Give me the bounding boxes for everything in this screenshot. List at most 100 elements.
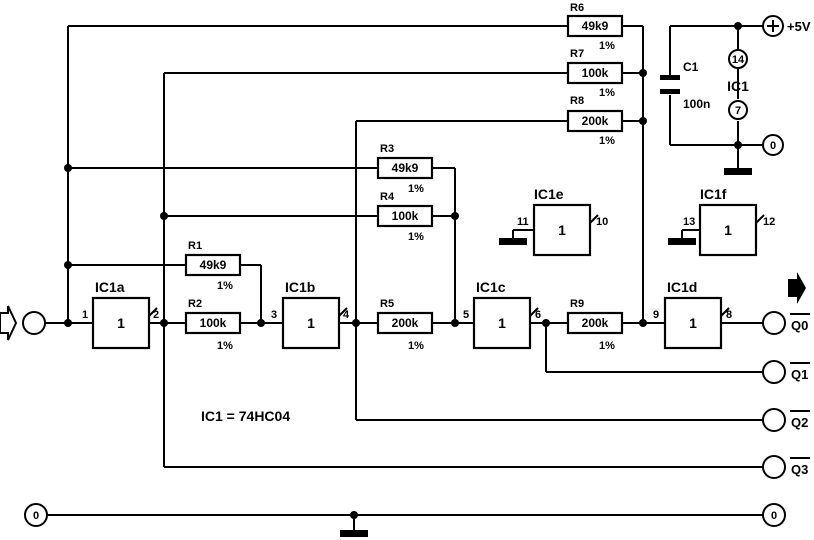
inverter-gates: IC1a 1 1 2 IC1b 1 3 4 IC1c 1 5 6 IC1d bbox=[82, 186, 775, 350]
svg-text:0: 0 bbox=[770, 140, 776, 152]
svg-text:R6: R6 bbox=[570, 2, 584, 14]
svg-text:12: 12 bbox=[763, 216, 775, 228]
svg-text:1: 1 bbox=[724, 222, 732, 238]
svg-text:200k: 200k bbox=[582, 114, 609, 128]
ground-symbols bbox=[340, 168, 752, 537]
gnd-pin-number: 7 bbox=[735, 105, 741, 117]
svg-text:1%: 1% bbox=[599, 87, 615, 99]
svg-text:49k9: 49k9 bbox=[582, 19, 609, 33]
output-q0: Q0 bbox=[762, 311, 810, 335]
svg-text:IC1c: IC1c bbox=[476, 279, 506, 295]
resistor-r3: R3 49k9 1% bbox=[376, 143, 434, 195]
svg-text:8: 8 bbox=[726, 309, 732, 321]
svg-text:49k9: 49k9 bbox=[392, 161, 419, 175]
gate-ic1a: IC1a 1 1 2 bbox=[82, 279, 159, 350]
svg-text:1%: 1% bbox=[217, 340, 233, 352]
supply-label: +5V bbox=[787, 19, 811, 34]
svg-text:1%: 1% bbox=[408, 231, 424, 243]
svg-text:4: 4 bbox=[343, 309, 350, 321]
svg-text:Q3: Q3 bbox=[791, 462, 808, 477]
gate-ic1e: IC1e 1 11 10 bbox=[517, 186, 608, 257]
svg-text:1: 1 bbox=[117, 315, 125, 331]
ground-bar-ic1e bbox=[499, 238, 527, 245]
input-arrow-icon bbox=[0, 305, 18, 341]
svg-text:6: 6 bbox=[535, 309, 541, 321]
gate-ic1b: IC1b 1 3 4 bbox=[271, 279, 350, 350]
svg-text:R4: R4 bbox=[380, 191, 395, 203]
svg-text:1: 1 bbox=[82, 309, 88, 321]
svg-text:100k: 100k bbox=[200, 316, 227, 330]
ic-part-note: IC1 = 74HC04 bbox=[201, 408, 290, 424]
svg-text:0: 0 bbox=[33, 510, 39, 522]
svg-text:1%: 1% bbox=[408, 183, 424, 195]
vcc-pin-number: 14 bbox=[732, 54, 745, 66]
svg-text:Q0: Q0 bbox=[791, 318, 808, 333]
input-terminal bbox=[0, 305, 46, 341]
gate-ic1c: IC1c 1 5 6 bbox=[463, 279, 541, 350]
svg-text:1: 1 bbox=[307, 315, 315, 331]
capacitor-ref: C1 bbox=[683, 60, 699, 74]
svg-text:1%: 1% bbox=[599, 340, 615, 352]
resistor-r8: R8 200k 1% bbox=[566, 95, 624, 147]
svg-text:Q1: Q1 bbox=[791, 367, 808, 382]
output-q2: Q2 bbox=[762, 408, 810, 432]
svg-text:IC1e: IC1e bbox=[534, 186, 564, 202]
supply-terminals: +5V 0 bbox=[762, 15, 811, 156]
svg-text:13: 13 bbox=[683, 216, 695, 228]
resistor-r4: R4 100k 1% bbox=[376, 191, 434, 243]
ground-rail-terminals: 0 0 bbox=[24, 503, 786, 527]
gate-ic1f: IC1f 1 13 12 bbox=[683, 186, 775, 257]
svg-text:R1: R1 bbox=[188, 240, 202, 252]
svg-text:9: 9 bbox=[653, 309, 659, 321]
gate-ic1d: IC1d 1 9 8 bbox=[653, 279, 732, 350]
svg-text:49k9: 49k9 bbox=[200, 258, 227, 272]
svg-text:1: 1 bbox=[498, 315, 506, 331]
svg-text:IC1f: IC1f bbox=[700, 186, 727, 202]
ground-bar-ic-supply bbox=[724, 168, 752, 175]
svg-text:R7: R7 bbox=[570, 48, 584, 60]
resistor-r6: R6 49k9 1% bbox=[566, 2, 624, 52]
svg-text:100k: 100k bbox=[582, 66, 609, 80]
resistor-r1: R1 49k9 1% bbox=[184, 240, 242, 292]
output-q1: Q1 bbox=[762, 360, 810, 384]
svg-text:IC1a: IC1a bbox=[95, 279, 125, 295]
resistor-r5: R5 200k 1% bbox=[376, 298, 434, 352]
svg-text:11: 11 bbox=[517, 216, 529, 228]
svg-text:1: 1 bbox=[558, 222, 566, 238]
capacitor-c1: C1 100n bbox=[660, 60, 710, 111]
ic-power-pins: 14 IC1 7 bbox=[727, 49, 749, 120]
svg-text:0: 0 bbox=[771, 510, 777, 522]
svg-text:Q2: Q2 bbox=[791, 415, 808, 430]
svg-text:100k: 100k bbox=[392, 209, 419, 223]
capacitor-value: 100n bbox=[683, 97, 710, 111]
svg-text:R5: R5 bbox=[380, 298, 394, 310]
output-q3: Q3 bbox=[762, 455, 810, 479]
ic-designation: IC1 bbox=[727, 78, 749, 94]
resistors: R6 49k9 1% R7 100k 1% R8 200k 1% R3 49k9… bbox=[184, 2, 624, 352]
svg-text:3: 3 bbox=[271, 309, 277, 321]
svg-text:200k: 200k bbox=[582, 316, 609, 330]
junction-dots bbox=[64, 22, 742, 519]
svg-text:2: 2 bbox=[153, 309, 159, 321]
svg-text:R9: R9 bbox=[570, 298, 584, 310]
resistor-r7: R7 100k 1% bbox=[566, 48, 624, 99]
resistor-r9: R9 200k 1% bbox=[566, 298, 624, 352]
ground-bar-rail bbox=[340, 530, 368, 537]
svg-text:1%: 1% bbox=[599, 40, 615, 52]
svg-text:IC1b: IC1b bbox=[285, 279, 315, 295]
ground-bar-ic1f bbox=[668, 238, 696, 245]
supply-ground-terminal bbox=[762, 134, 784, 156]
svg-text:1%: 1% bbox=[599, 135, 615, 147]
wires bbox=[45, 25, 763, 532]
svg-text:R2: R2 bbox=[188, 298, 202, 310]
svg-text:1: 1 bbox=[689, 315, 697, 331]
output-arrow-icon bbox=[788, 272, 806, 304]
svg-text:IC1d: IC1d bbox=[667, 279, 697, 295]
output-terminals: Q0 Q1 Q2 Q3 bbox=[762, 272, 810, 479]
resistor-r2: R2 100k 1% bbox=[184, 298, 242, 352]
svg-text:200k: 200k bbox=[392, 316, 419, 330]
svg-text:1%: 1% bbox=[408, 340, 424, 352]
svg-text:1%: 1% bbox=[217, 280, 233, 292]
svg-text:10: 10 bbox=[596, 216, 608, 228]
